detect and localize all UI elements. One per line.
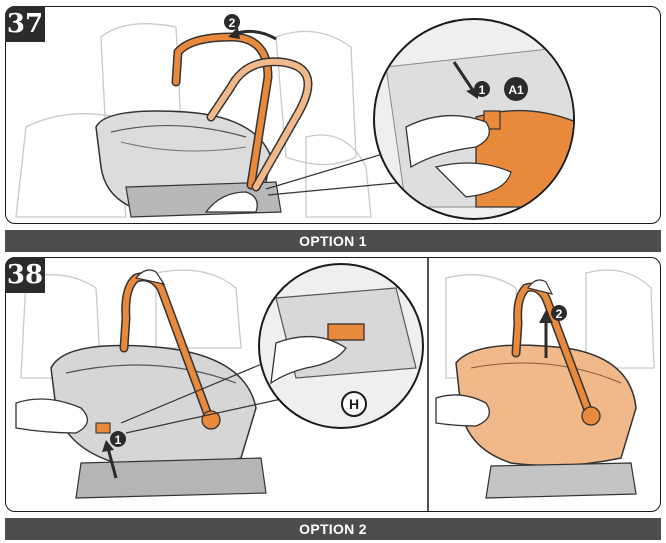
figure-38-marker-2: 2	[556, 307, 563, 321]
step-37-badge: 37	[5, 6, 45, 42]
figure-38-panel: 1 H 2	[5, 257, 661, 512]
step-38-badge: 38	[5, 257, 45, 293]
callout-a1-label: A1	[508, 83, 524, 97]
figure-37-illustration: 2 1 A1	[15, 14, 575, 220]
callout-h-label: H	[349, 396, 359, 412]
option-1-bar: OPTION 1	[5, 230, 661, 252]
figure-37-marker-1: 1	[479, 83, 486, 97]
option-2-bar: OPTION 2	[5, 518, 661, 540]
figure-37-panel: 2 1 A1	[5, 6, 661, 224]
figure-38-marker-1: 1	[115, 433, 122, 447]
figure-37-marker-2: 2	[229, 16, 236, 30]
figure-38-illustration: 1 H 2	[15, 258, 655, 511]
